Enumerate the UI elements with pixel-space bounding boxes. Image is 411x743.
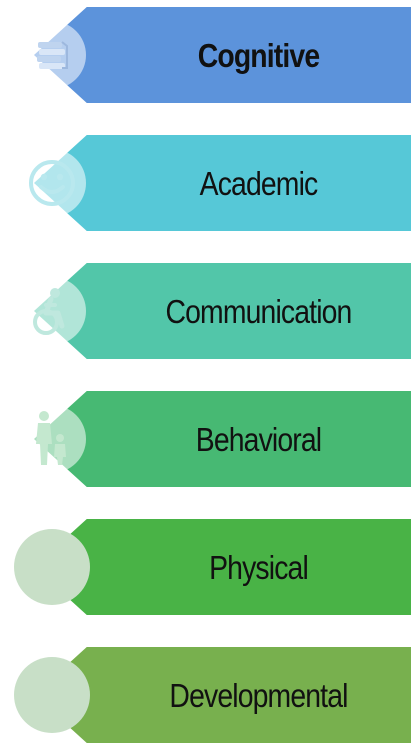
category-row-physical: Physical: [0, 519, 411, 615]
category-row-behavioral: Behavioral: [0, 391, 411, 487]
category-row-developmental: Developmental: [0, 647, 411, 743]
category-row-communication: Communication: [0, 263, 411, 359]
category-banner-behavioral: Behavioral: [34, 391, 411, 487]
category-label-cognitive: Cognitive: [197, 36, 320, 74]
category-banner-communication: Communication: [34, 263, 411, 359]
parent-child-icon: [18, 405, 86, 473]
category-banner-developmental: Developmental: [34, 647, 411, 743]
category-label-developmental: Developmental: [169, 676, 348, 714]
category-banner-physical: Physical: [34, 519, 411, 615]
category-row-academic: Academic: [0, 135, 411, 231]
books-icon: [18, 21, 86, 89]
circle-icon: [14, 657, 90, 733]
category-banner-cognitive: Cognitive: [34, 7, 411, 103]
circle-icon: [14, 529, 90, 605]
category-label-academic: Academic: [199, 164, 319, 202]
category-label-behavioral: Behavioral: [195, 420, 322, 458]
wheelchair-icon: [18, 277, 86, 345]
category-label-physical: Physical: [209, 548, 309, 586]
category-label-communication: Communication: [165, 292, 352, 330]
category-banner-academic: Academic: [34, 135, 411, 231]
smiley-icon: [18, 149, 86, 217]
category-row-cognitive: Cognitive: [0, 7, 411, 103]
